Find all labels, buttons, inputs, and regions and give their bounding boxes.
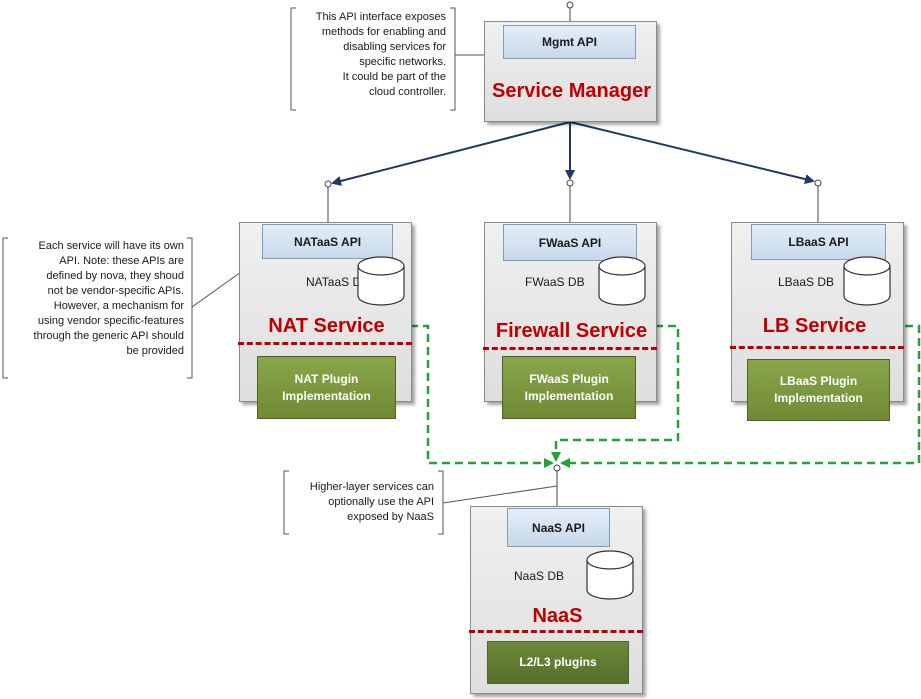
mgmt-api-port <box>566 1 574 9</box>
nat-service-title: NAT Service <box>268 315 385 337</box>
nat-api-box[interactable]: NATaaS API <box>262 224 393 259</box>
mgmt-note-left-bracket <box>290 7 296 111</box>
naas-title: NaaS <box>532 605 583 627</box>
mgmt-api-box[interactable]: Mgmt API <box>503 25 636 59</box>
lb-api-box[interactable]: LBaaS API <box>751 224 886 260</box>
mgmt-api-note: This API interface exposes methods for e… <box>315 11 446 98</box>
mgmt-note-right-bracket <box>450 7 456 111</box>
fw-divider <box>483 347 657 350</box>
naas-note-left-bracket <box>283 470 289 535</box>
nat-service-box: NATaaS API NATaaS DB NAT Service NAT Plu… <box>239 222 412 419</box>
arrow-to-nat <box>331 121 571 186</box>
nat-divider <box>238 342 412 345</box>
fw-to-naas-connector <box>551 324 680 462</box>
nat-plugin-line2: Implementation <box>282 388 371 403</box>
lb-service-box: LBaaS API LBaaS DB LB Service LBaaS Plug… <box>731 222 904 421</box>
naas-note-right-bracket <box>438 470 444 535</box>
naas-note-leader <box>442 485 558 504</box>
lb-db-label: LBaaS DB <box>778 275 835 289</box>
naas-api-note: Higher-layer services can optionally use… <box>309 481 434 523</box>
naas-box: NaaS API NaaS DB NaaS L2/L3 plugins <box>470 506 643 694</box>
nat-api-port <box>324 180 332 188</box>
firewall-service-box: FWaaS API FWaaS DB Firewall Service FWaa… <box>484 222 657 419</box>
naas-db-icon <box>586 550 634 600</box>
fw-plugin-line1: FWaaS Plugin <box>529 371 609 386</box>
fw-db-label: FWaaS DB <box>525 275 585 289</box>
lb-service-title: LB Service <box>762 315 867 337</box>
lb-to-naas-connector <box>560 324 921 468</box>
nat-db-label: NATaaS DB <box>306 275 370 289</box>
nat-plugin-line1: NAT Plugin <box>294 371 359 386</box>
naas-db-label: NaaS DB <box>514 569 565 583</box>
lb-plugin-line1: LBaaS Plugin <box>779 374 858 388</box>
fw-plugin-line2: Implementation <box>524 388 614 403</box>
service-manager-title: Service Manager <box>492 80 651 102</box>
fw-api-box[interactable]: FWaaS API <box>503 224 637 261</box>
services-api-note: Each service will have its own API. Note… <box>33 240 184 357</box>
lb-divider <box>730 346 904 349</box>
arrow-to-lb <box>569 121 815 184</box>
nat-db-icon <box>357 256 405 306</box>
service-manager-box: Mgmt API Service Manager <box>484 21 657 122</box>
lb-db-icon <box>843 256 891 306</box>
lb-api-port <box>814 179 822 187</box>
fw-api-port <box>566 179 574 187</box>
firewall-service-title: Firewall Service <box>495 320 648 342</box>
naas-api-port <box>553 464 561 472</box>
fw-db-icon <box>598 256 646 306</box>
lb-plugin-line2: Implementation <box>774 391 863 405</box>
naas-divider <box>469 630 643 633</box>
services-note-left-bracket <box>2 237 8 379</box>
naas-api-box[interactable]: NaaS API <box>507 508 610 547</box>
naas-plugin-box[interactable]: L2/L3 plugins <box>487 641 629 684</box>
services-note-right-bracket <box>187 237 193 379</box>
